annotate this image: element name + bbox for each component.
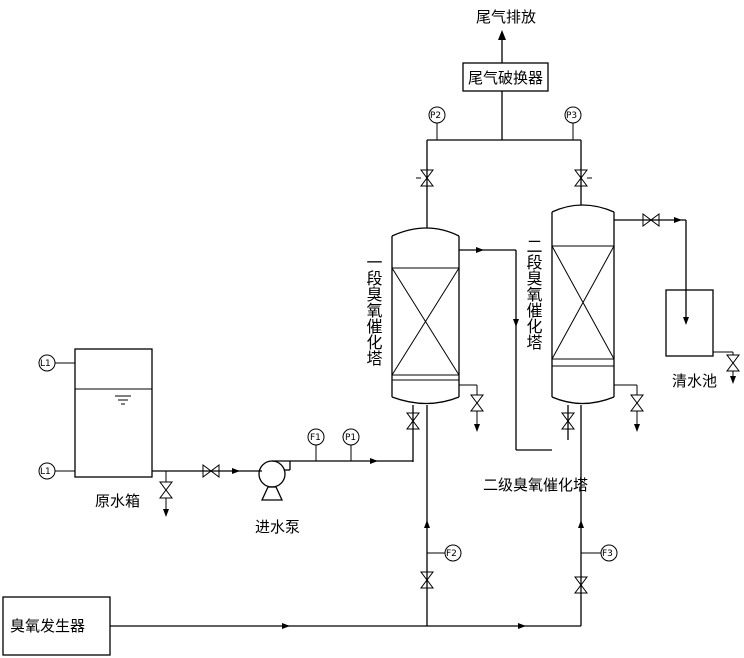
tail-gas-destructor: 尾气破换器 [462, 62, 549, 92]
flow-arrow-icon [476, 247, 484, 253]
l1-top-label: L1 [40, 359, 51, 369]
p3-label: P3 [566, 111, 577, 121]
ozone-valve-stage1[interactable] [420, 571, 434, 589]
feed-pump-label: 进水泵 [255, 518, 300, 536]
pressure-gauge-p2: P2 [428, 106, 446, 140]
tail-gas-destructor-label: 尾气破换器 [468, 69, 543, 87]
valve-stage1-bottom[interactable] [406, 412, 420, 430]
f2-label: F2 [446, 549, 457, 559]
stage1-ozone-catalytic-tower [391, 227, 460, 405]
stage2-ozone-catalytic-tower [551, 204, 615, 405]
level-gauge-bottom: L1 [38, 462, 75, 480]
valve-stage2-top[interactable] [574, 169, 592, 187]
flow-meter-f2: F2 [427, 544, 462, 562]
stage1-tower-label: 一段臭氧催化塔 [364, 254, 383, 366]
flow-meter-f3: F3 [581, 544, 618, 562]
flow-arrow-icon [578, 520, 584, 528]
valve-stage1-top[interactable] [416, 169, 434, 187]
level-gauge-top: L1 [38, 354, 75, 372]
stage2-tower-bottom-label: 二级臭氧催化塔 [483, 476, 588, 494]
raw-water-tank [74, 348, 153, 478]
f3-label: F3 [602, 549, 613, 559]
pressure-gauge-p3: P3 [564, 106, 582, 140]
raw-water-drain-valve[interactable] [159, 471, 173, 517]
flow-arrow-icon [282, 623, 290, 629]
stage2-tower-label: 二段臭氧催化塔 [524, 238, 543, 350]
flow-arrow-icon [683, 317, 689, 325]
ozone-generator-label: 臭氧发生器 [10, 617, 85, 635]
flow-arrow-icon [518, 623, 526, 629]
flow-meter-f1: F1 [307, 428, 325, 461]
pressure-gauge-p1: P1 [342, 428, 360, 461]
drain-valve-stage2[interactable] [614, 384, 644, 432]
l1-bottom-label: L1 [40, 467, 51, 477]
raw-water-tank-label: 原水箱 [95, 492, 140, 510]
flow-arrow-icon [370, 458, 378, 464]
ozone-valve-stage2[interactable] [574, 576, 588, 594]
flow-arrow-icon [674, 217, 682, 223]
flow-arrow-icon [424, 520, 430, 528]
ozone-generator: 臭氧发生器 [2, 596, 111, 656]
f1-label: F1 [310, 433, 321, 443]
flow-arrow-icon [232, 468, 240, 474]
valve-stage2-bottom[interactable] [561, 412, 575, 430]
clean-water-tank-label: 清水池 [672, 372, 717, 390]
p2-label: P2 [430, 111, 441, 121]
drain-valve-stage1[interactable] [459, 384, 484, 432]
exhaust-arrow-icon [498, 30, 506, 40]
clean-water-tank [665, 289, 740, 384]
tail-gas-exhaust-label: 尾气排放 [476, 8, 536, 26]
valve-clean-water-inlet[interactable] [642, 213, 660, 227]
tail-gas-exhaust: 尾气排放 [476, 8, 536, 63]
p1-label: P1 [345, 433, 356, 443]
feed-pump [258, 460, 291, 501]
flow-arrow-icon [513, 319, 519, 327]
pump-inlet-valve[interactable] [202, 464, 220, 478]
